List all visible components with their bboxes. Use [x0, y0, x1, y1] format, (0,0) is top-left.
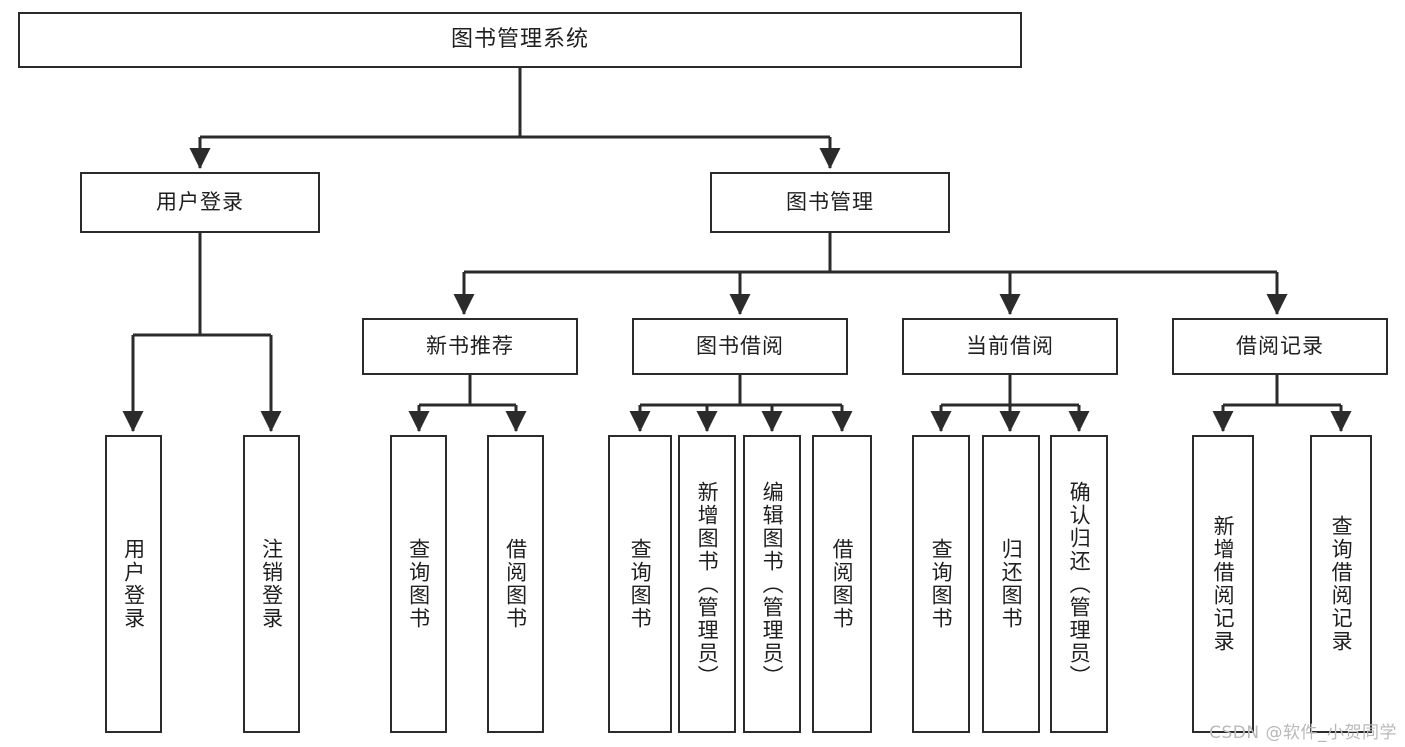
leaf-label: 编辑图书（管理员）	[760, 480, 785, 688]
node-new-book-recommend[interactable]: 新书推荐	[362, 318, 578, 375]
leaf-label: 注销登录	[259, 538, 284, 630]
leaf-label: 查询图书	[628, 538, 653, 630]
leaf-currentborrow-query-book[interactable]: 查询图书	[912, 435, 970, 733]
node-borrow-record[interactable]: 借阅记录	[1172, 318, 1388, 375]
node-user-login[interactable]: 用户登录	[80, 172, 320, 233]
leaf-label: 查询图书	[929, 538, 954, 630]
leaf-borrowrecord-query-record[interactable]: 查询借阅记录	[1310, 435, 1372, 733]
leaf-label: 新增图书（管理员）	[695, 480, 720, 688]
leaf-label: 新增借阅记录	[1211, 515, 1236, 653]
node-book-management[interactable]: 图书管理	[710, 172, 950, 233]
leaf-bookborrow-query-book[interactable]: 查询图书	[608, 435, 672, 733]
node-current-borrow[interactable]: 当前借阅	[902, 318, 1118, 375]
leaf-borrowrecord-add-record[interactable]: 新增借阅记录	[1192, 435, 1254, 733]
leaf-label: 归还图书	[999, 538, 1024, 630]
leaf-user-login-signout[interactable]: 注销登录	[243, 435, 300, 733]
node-book-borrow[interactable]: 图书借阅	[632, 318, 848, 375]
leaf-bookborrow-borrow-book[interactable]: 借阅图书	[812, 435, 872, 733]
leaf-user-login-signin[interactable]: 用户登录	[105, 435, 162, 733]
leaf-label: 借阅图书	[503, 538, 528, 630]
node-root-system[interactable]: 图书管理系统	[18, 12, 1022, 68]
leaf-bookborrow-edit-book[interactable]: 编辑图书（管理员）	[743, 435, 801, 733]
leaf-currentborrow-return-book[interactable]: 归还图书	[982, 435, 1040, 733]
leaf-newbook-borrow-book[interactable]: 借阅图书	[487, 435, 544, 733]
leaf-currentborrow-confirm-return[interactable]: 确认归还（管理员）	[1050, 435, 1108, 733]
leaf-label: 借阅图书	[830, 538, 855, 630]
leaf-label: 确认归还（管理员）	[1067, 480, 1092, 688]
leaf-newbook-query-book[interactable]: 查询图书	[390, 435, 447, 733]
leaf-label: 查询图书	[406, 538, 431, 630]
leaf-label: 查询借阅记录	[1329, 515, 1354, 653]
leaf-bookborrow-add-book[interactable]: 新增图书（管理员）	[678, 435, 736, 733]
leaf-label: 用户登录	[121, 538, 146, 630]
watermark-text: CSDN @软件_小贺同学	[1209, 723, 1397, 743]
